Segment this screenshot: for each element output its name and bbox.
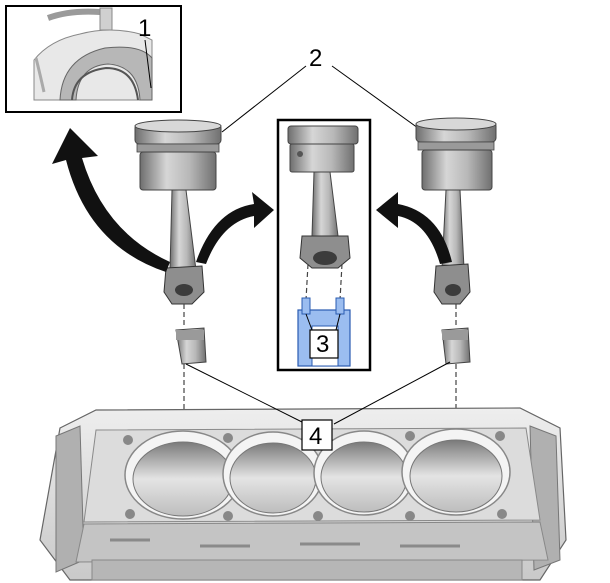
callout-2: 2	[309, 45, 322, 72]
bearing-cap-right	[441, 327, 471, 365]
piston-left	[134, 119, 222, 305]
detail-box-bearing-shell: 1	[5, 5, 182, 113]
leader-4-right	[333, 361, 451, 425]
arrow-to-center	[196, 192, 274, 264]
cylinder-bore-3	[313, 430, 415, 516]
leader-3-right	[335, 313, 341, 331]
callout-4-box	[301, 419, 333, 451]
cylinder-bore-1	[124, 430, 242, 520]
guide-dash-right	[339, 263, 343, 301]
callout-4-group: 4	[185, 361, 451, 451]
callout-4: 4	[309, 423, 322, 450]
cylinder-bore-4	[401, 428, 511, 516]
callout-3-box	[309, 329, 339, 359]
guide-dash-left	[305, 263, 309, 301]
head-bolt-holes	[123, 431, 507, 521]
callout-1: 1	[138, 15, 151, 42]
callout-3: 3	[316, 331, 329, 358]
detail-box-guide-tool: 3	[276, 118, 372, 372]
cylinder-block	[39, 407, 567, 581]
bearing-cap-left	[175, 327, 207, 365]
leader-3-left	[305, 313, 313, 331]
arrow-up-left	[52, 128, 170, 272]
leader-2-left	[221, 65, 307, 133]
leader-2-right	[331, 65, 419, 129]
connecting-rod-center	[287, 125, 359, 269]
piston-right	[415, 117, 497, 305]
cylinder-bore-2	[222, 431, 324, 517]
leader-1	[144, 39, 152, 89]
callout-2-group: 2	[221, 45, 419, 133]
arrow-from-right	[376, 192, 452, 264]
leader-4-left	[185, 363, 307, 425]
bearing-shell-closeup	[33, 7, 153, 101]
